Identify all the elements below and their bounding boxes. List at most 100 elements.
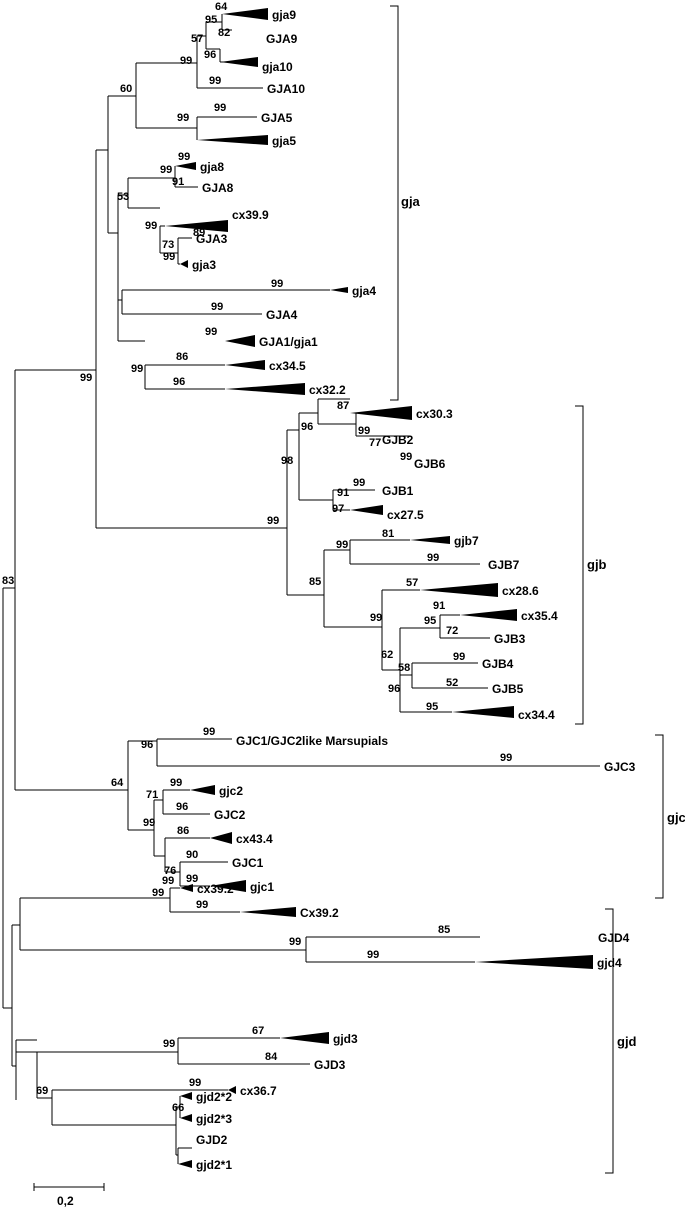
bootstrap-value: 99	[353, 477, 365, 489]
tip-label: gjd2*3	[196, 1112, 232, 1126]
bootstrap-value: 57	[406, 577, 418, 589]
bootstrap-values: 64 95 82 57 96 99 60 99 99 99 53 91 99 9…	[2, 1, 512, 1114]
bootstrap-value: 99	[180, 55, 192, 67]
bootstrap-value: 53	[117, 191, 129, 203]
bootstrap-value: 99	[196, 899, 208, 911]
tip-label: gja10	[262, 60, 293, 74]
bootstrap-value: 99	[367, 949, 379, 961]
tip-label: cx43.4	[236, 832, 273, 846]
bootstrap-value: 96	[176, 801, 188, 813]
bootstrap-value: 99	[177, 112, 189, 124]
bootstrap-value: 96	[173, 376, 185, 388]
bootstrap-value: 99	[500, 752, 512, 764]
tip-label: GJC1/GJC2like Marsupials	[236, 734, 388, 748]
tip-label: cx36.7	[240, 1084, 277, 1098]
bootstrap-value: 91	[172, 176, 184, 188]
bootstrap-value: 95	[205, 14, 217, 26]
bootstrap-value: 99	[162, 875, 174, 887]
bootstrap-value: 99	[163, 251, 175, 263]
bootstrap-value: 83	[2, 575, 14, 587]
tip-label: cx39.9	[232, 208, 269, 222]
bootstrap-value: 99	[289, 936, 301, 948]
tip-label: GJA5	[261, 111, 293, 125]
tip-label: GJD4	[598, 931, 630, 945]
group-label-gjc: gjc	[667, 810, 685, 825]
tip-label: gja3	[192, 258, 216, 272]
bootstrap-value: 99	[178, 151, 190, 163]
tip-label: GJB5	[492, 682, 524, 696]
bootstrap-value: 85	[309, 576, 321, 588]
bootstrap-value: 66	[172, 1102, 184, 1114]
bootstrap-value: 99	[203, 726, 215, 738]
bootstrap-value: 99	[453, 651, 465, 663]
bootstrap-value: 99	[211, 301, 223, 313]
bootstrap-value: 99	[186, 873, 198, 885]
bootstrap-value: 84	[265, 1051, 278, 1063]
bootstrap-value: 86	[176, 351, 188, 363]
bootstrap-value: 87	[337, 400, 349, 412]
tip-label: GJB3	[494, 632, 526, 646]
bootstrap-value: 71	[146, 789, 158, 801]
tip-label: gja8	[200, 160, 224, 174]
bootstrap-value: 99	[214, 102, 226, 114]
bootstrap-value: 96	[388, 683, 400, 695]
bootstrap-value: 99	[145, 220, 157, 232]
bootstrap-value: 98	[281, 455, 293, 467]
tip-label: GJA4	[266, 308, 298, 322]
bootstrap-value: 99	[427, 552, 439, 564]
bootstrap-value: 99	[205, 326, 217, 338]
bootstrap-value: 96	[204, 49, 216, 61]
bootstrap-value: 52	[446, 677, 458, 689]
bootstrap-value: 82	[218, 27, 230, 39]
tip-label: GJB6	[414, 457, 446, 471]
tip-label: cx35.4	[521, 609, 558, 623]
tip-label: cx28.6	[502, 584, 539, 598]
bootstrap-value: 64	[111, 777, 124, 789]
bootstrap-value: 86	[177, 825, 189, 837]
tip-label: GJA3	[196, 232, 228, 246]
tip-label: GJB7	[488, 558, 520, 572]
tip-label: gja9	[272, 8, 296, 22]
tip-label: cx39.2	[197, 882, 234, 896]
bootstrap-value: 67	[252, 1025, 264, 1037]
tip-label: GJB2	[382, 433, 414, 447]
bootstrap-value: 72	[446, 625, 458, 637]
bootstrap-value: 99	[189, 1077, 201, 1089]
group-label-gjb: gjb	[587, 557, 607, 572]
bootstrap-value: 99	[209, 75, 221, 87]
bootstrap-value: 97	[332, 503, 344, 515]
collapsed-clade-triangles	[165, 8, 593, 1168]
tip-label: gja4	[352, 284, 376, 298]
tip-label: cx32.2	[309, 383, 346, 397]
bootstrap-value: 99	[163, 1038, 175, 1050]
bootstrap-value: 99	[358, 425, 370, 437]
tip-label: Cx39.2	[300, 906, 339, 920]
tip-label: GJA9	[266, 32, 298, 46]
bootstrap-value: 77	[369, 437, 381, 449]
tip-label: gjb7	[454, 534, 479, 548]
bootstrap-value: 81	[382, 528, 394, 540]
bootstrap-value: 99	[152, 887, 164, 899]
bootstrap-value: 91	[337, 487, 349, 499]
bootstrap-value: 99	[400, 451, 412, 463]
tip-label: gjc2	[219, 784, 243, 798]
bootstrap-value: 99	[170, 777, 182, 789]
tip-label: GJC3	[604, 760, 636, 774]
bootstrap-value: 73	[162, 239, 174, 251]
tip-label: gjd2*2	[196, 1090, 232, 1104]
tip-label: GJA8	[202, 181, 234, 195]
scale-bar-label: 0,2	[57, 1194, 74, 1208]
bootstrap-value: 62	[381, 649, 393, 661]
bootstrap-value: 99	[143, 817, 155, 829]
bootstrap-value: 99	[131, 363, 143, 375]
bootstrap-value: 60	[120, 83, 132, 95]
bootstrap-value: 99	[80, 372, 92, 384]
tip-label: cx34.5	[269, 359, 306, 373]
tip-label: GJC1	[232, 856, 264, 870]
bootstrap-value: 69	[36, 1085, 48, 1097]
bootstrap-value: 76	[164, 865, 176, 877]
tip-label: GJA10	[267, 82, 305, 96]
tip-label: cx27.5	[387, 508, 424, 522]
group-label-gja: gja	[401, 194, 421, 209]
tip-label: gjd3	[333, 1032, 358, 1046]
